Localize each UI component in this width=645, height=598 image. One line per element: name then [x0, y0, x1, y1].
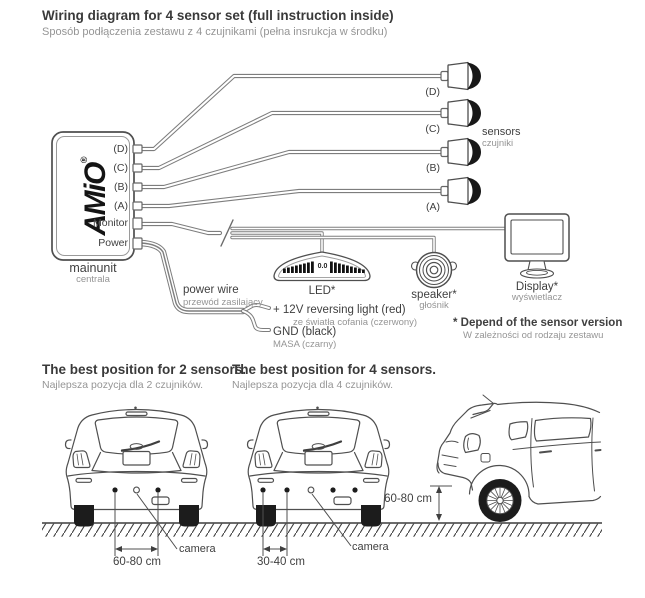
sensor-label-b: (B) [426, 162, 440, 174]
car-rear-4-sensors [246, 405, 391, 528]
sensors-label: sensors [482, 126, 521, 138]
speaker-label: speaker* [411, 289, 457, 301]
speaker-label-pl: głośnik [419, 300, 449, 311]
four-sensors-subtitle: Najlepsza pozycja dla 4 czujników. [232, 379, 394, 391]
port-label-power: Power [98, 237, 128, 249]
page-subtitle: Sposób podłączenia zestawu z 4 czujnikam… [42, 26, 388, 38]
sensor-b-icon [440, 137, 481, 167]
two-sensors-subtitle: Najlepsza pozycja dla 2 czujników. [42, 379, 204, 391]
sensor-label-d: (D) [425, 86, 440, 98]
bumper-sensor-dots [112, 486, 358, 494]
display-icon [504, 213, 570, 279]
measurements [114, 485, 452, 556]
car-rear-2-sensors [64, 405, 209, 528]
ground-wire-label: GND (black) [273, 326, 337, 338]
sensor-icons [440, 61, 481, 206]
camera-label-right: camera [352, 541, 389, 553]
port-label-c: (C) [113, 162, 128, 174]
port-label-b: (B) [114, 181, 128, 193]
power-wire-label: power wire [183, 284, 239, 296]
led-bars-left [283, 261, 314, 273]
led-bars-right [330, 261, 365, 273]
distance-two-sensors: 60-80 cm [113, 556, 161, 568]
sensors-label-pl: czujniki [482, 138, 514, 149]
monitor-wires [141, 219, 507, 255]
reversing-wire-label: + 12V reversing light (red) [273, 304, 406, 316]
led-readout: 0.0 [317, 263, 328, 270]
ground-wire-label-pl: MASA (czarny) [273, 339, 337, 350]
camera-dot [307, 486, 315, 494]
speaker-icon [410, 251, 458, 289]
sensor-label-c: (C) [425, 123, 440, 135]
footnote: * Depend of the sensor version [453, 317, 623, 329]
footnote-pl: W zależności od rodzaju zestawu [463, 330, 604, 341]
port-label-monitor: Monitor [92, 217, 128, 229]
four-sensors-title: The best position for 4 sensors. [232, 362, 437, 377]
camera-dot [133, 486, 140, 494]
main-unit-icon [51, 131, 143, 261]
sensor-d-icon [440, 61, 481, 91]
led-label: LED* [308, 285, 336, 297]
display-label: Display* [515, 281, 559, 293]
sensor-a-icon [440, 176, 481, 206]
distance-four-sensors: 30-40 cm [257, 556, 305, 568]
port-label-d: (D) [113, 143, 128, 155]
sensor-label-a: (A) [426, 201, 440, 213]
two-sensors-title: The best position for 2 sensors. [42, 362, 247, 377]
sensor-wires [141, 76, 441, 206]
main-unit-label: mainunit [69, 261, 117, 275]
led-icon [273, 251, 371, 282]
ground [42, 522, 602, 537]
height-side-view: 60-80 cm [384, 493, 432, 505]
cable-break-slash [220, 219, 234, 247]
sensor-c-icon [440, 98, 481, 128]
port-label-a: (A) [114, 200, 128, 212]
power-wire-label-pl: przewód zasilający [183, 297, 263, 308]
camera-label-left: camera [179, 543, 216, 555]
main-unit-label-pl: centrala [76, 274, 110, 285]
display-label-pl: wyświetlacz [511, 292, 563, 303]
page-title: Wiring diagram for 4 sensor set (full in… [42, 8, 394, 23]
reversing-wire-label-pl: ze światła cofania (czerwony) [293, 317, 418, 328]
car-side-view [436, 394, 602, 522]
